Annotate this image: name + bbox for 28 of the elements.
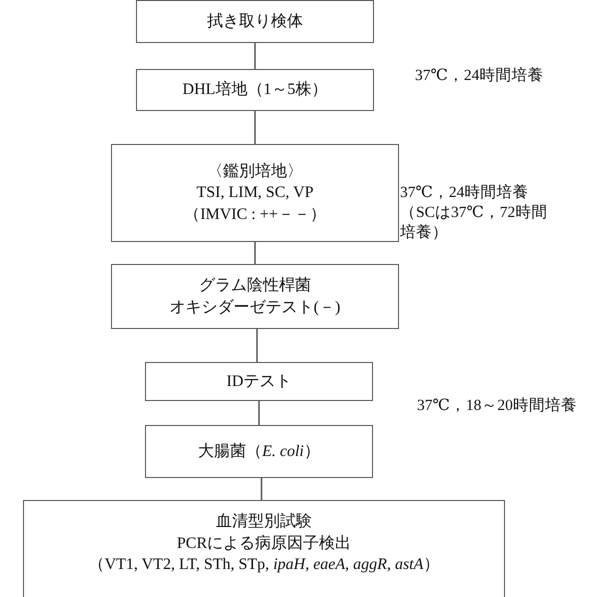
box-text: TSI, LIM, SC, VP [196,183,314,204]
process-box [136,0,374,43]
box-text: オキシダーゼテスト(－) [170,298,340,318]
box-text: IDテスト [226,372,292,392]
box-text: グラム陰性桿菌 [199,276,311,296]
process-box [145,425,373,478]
process-box [145,362,373,401]
process-box [23,500,505,597]
process-box [111,264,399,329]
connector-line [254,43,256,69]
box-text: PCRによる病原因子検出 [176,534,352,554]
connector-line [256,329,258,362]
process-box [111,144,399,242]
box-text: 大腸菌（E. coli） [198,442,320,462]
box-text: （IMVIC : ++－－） [184,204,326,225]
process-box [136,69,374,111]
box-text: 血清型別試験 [216,512,312,532]
connector-line [260,478,262,500]
box-text: （VT1, VT2, LT, STh, STp, ipaH, eaeA, aggR, astA） [88,555,440,576]
box-text: 〈鑑別培地〉 [207,162,303,182]
box-text: DHL培地（1～5株） [182,80,328,100]
culture-condition-note: 37℃，24時間培養 [415,66,544,86]
connector-line [254,111,256,144]
culture-condition-note: 37℃，24時間培養（SCは37℃，72時間培養） [400,183,548,244]
connector-line [254,242,256,264]
box-text: 拭き取り検体 [207,12,303,32]
culture-condition-note: 37℃，18～20時間培養 [417,396,578,416]
connector-line [258,401,260,425]
